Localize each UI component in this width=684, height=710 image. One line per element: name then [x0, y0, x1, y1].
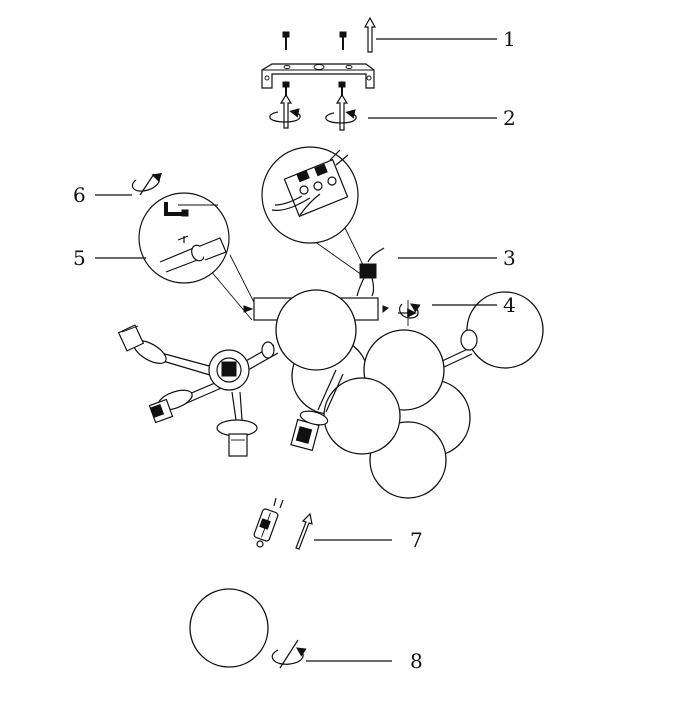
up-arrow-icon: [363, 16, 377, 53]
step-5-number: 5: [73, 246, 86, 270]
allen-key-detail-callout: [138, 192, 263, 321]
step-1-screws: [282, 16, 377, 53]
rotate-arrow-icon: [271, 639, 307, 669]
step-7-number: 7: [410, 528, 423, 552]
step-3-number: 3: [503, 246, 516, 270]
up-arrow-icon: [295, 512, 313, 550]
step-2-number: 2: [503, 106, 516, 130]
step-1-number: 1: [503, 27, 516, 51]
rotate-arrow-icon: [325, 93, 357, 131]
mounting-bracket: [261, 63, 375, 89]
step-6-number: 6: [73, 183, 86, 207]
step-4-number: 4: [503, 293, 516, 317]
socket-tube-icon: [159, 235, 227, 273]
glass-globe: [189, 588, 269, 668]
allen-key-icon: [164, 202, 218, 217]
step-2-screws: [269, 81, 357, 131]
rotate-arrow-icon: [269, 93, 301, 129]
g9-socket-icon: [228, 433, 248, 457]
g9-bulb-icon: [253, 497, 284, 548]
left-arm-cluster: [117, 324, 279, 457]
wiring-detail-callout: [261, 146, 369, 276]
rotate-arrow-icon: [398, 300, 421, 326]
terminal-block-icon: [271, 149, 349, 218]
glass-globe: [323, 377, 401, 455]
connector-plug-icon: [356, 247, 385, 297]
rotate-arrow-icon: [131, 172, 163, 196]
chandelier-body: [117, 289, 544, 499]
screw-icon: [282, 31, 290, 50]
glass-globe: [275, 289, 357, 371]
g9-socket-icon: [117, 324, 145, 352]
screw-icon: [339, 31, 347, 50]
g9-socket-icon: [148, 398, 174, 424]
g9-socket-icon: [290, 369, 344, 452]
step-8-number: 8: [410, 649, 423, 673]
